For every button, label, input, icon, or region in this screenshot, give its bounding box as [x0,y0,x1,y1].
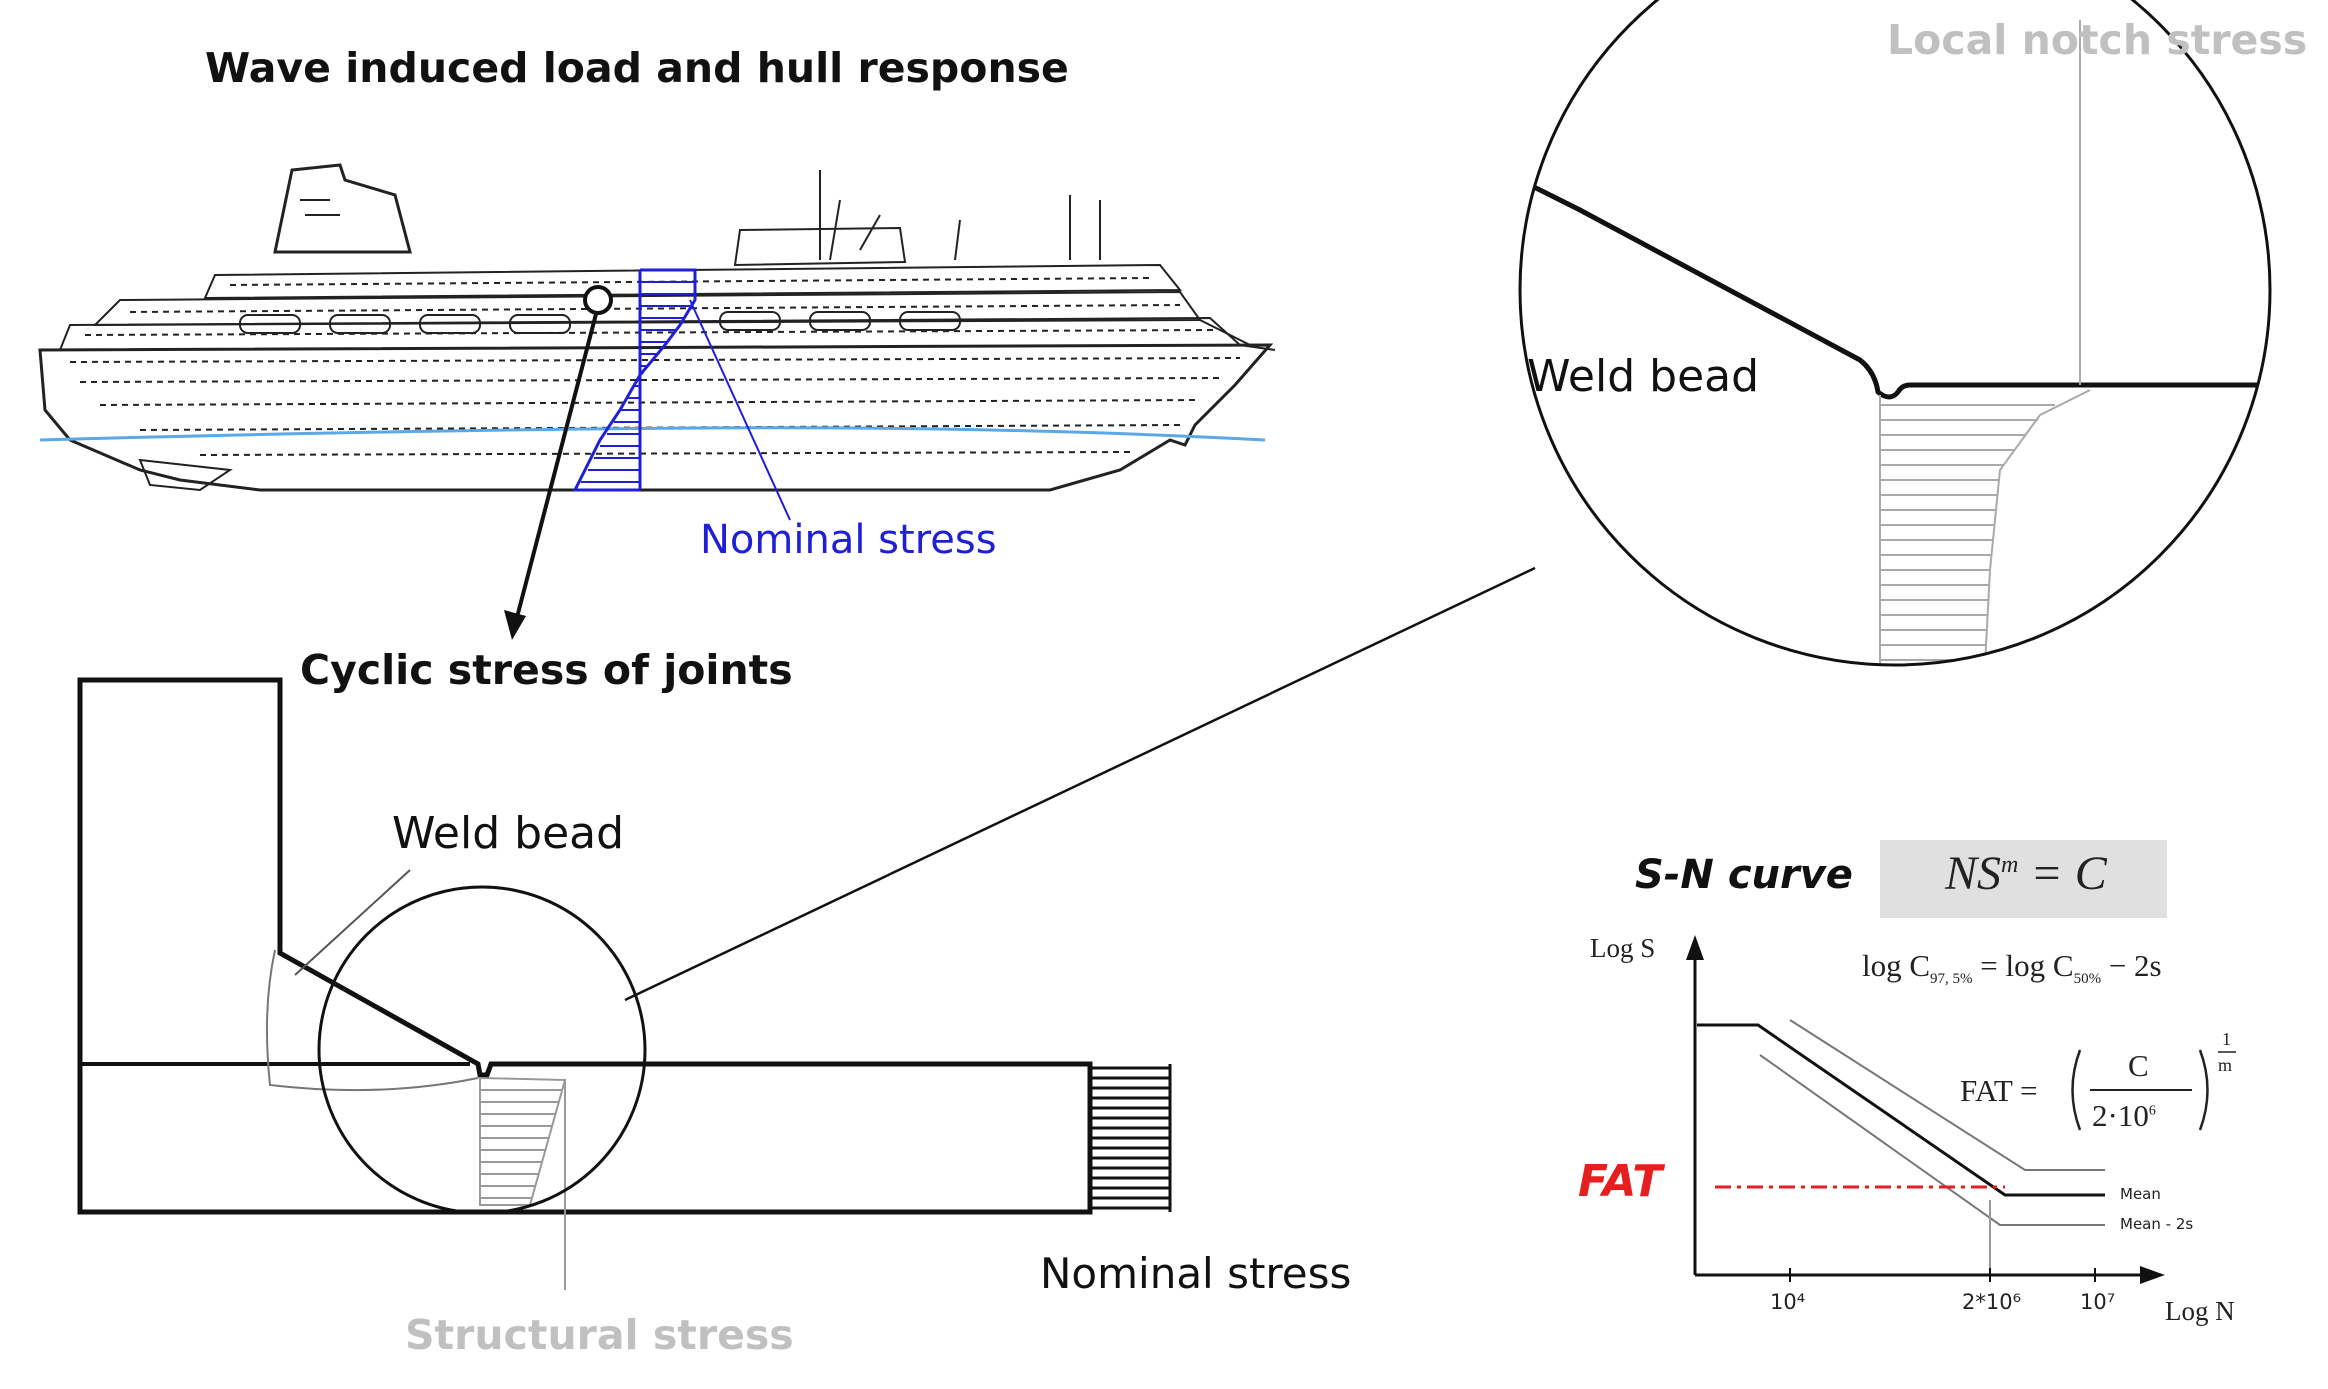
structural-stress-label: Structural stress [405,1311,794,1359]
legend-mean-2s: Mean - 2s [2120,1215,2194,1233]
hull-nominal-stress-distribution [572,268,791,521]
legend-mean: Mean [2120,1185,2161,1203]
fat-power-numerator: 1 [2222,1029,2231,1049]
joint-location-marker [583,285,613,315]
tick-label-1e4: 10⁴ [1770,1290,1806,1314]
zoom-notch-detail [1518,0,2272,667]
fat-fraction-denominator: 2·106 [2092,1098,2156,1133]
fat-fraction-numerator: C [2128,1048,2149,1083]
waterline [39,426,1266,442]
cyclic-stress-arrow [504,313,598,640]
y-axis-label: Log S [1590,933,1656,963]
local-notch-stress-label: Local notch stress [1887,16,2308,64]
sn-formula: NSm = C [1945,847,2107,900]
welded-joint [77,677,1172,1290]
joint-nominal-stress-label: Nominal stress [1040,1249,1352,1298]
cruise-ship-illustration [38,163,1276,492]
zoom-connector [624,566,1536,1002]
sn-curve-chart [1686,840,2236,1284]
weld-bead-label: Weld bead [392,808,625,859]
sn-curve-title: S-N curve [1635,852,1853,898]
hull-nominal-stress-label: Nominal stress [700,517,997,563]
sn-mean-2s-curve [1759,1054,2105,1226]
zoom-weld-bead-label: Weld bead [1527,351,1760,402]
sn-formula-box [1880,840,2167,918]
diagram-title: Wave induced load and hull response [205,44,1069,92]
log-c-equation: log C97, 5% = log C50% − 2s [1862,948,2162,988]
x-axis-label: Log N [2165,1296,2235,1326]
sn-upper-band [1789,1019,2105,1171]
fat-equation-lhs: FAT = [1960,1073,2038,1108]
cyclic-stress-label: Cyclic stress of joints [300,646,793,694]
tick-label-1e7: 10⁷ [2080,1290,2116,1314]
fat-power-denominator: m [2218,1055,2233,1075]
tick-label-2e6: 2*10⁶ [1962,1290,2022,1314]
fat-label: FAT [1578,1156,1663,1207]
sn-mean-curve [1697,1023,2105,1197]
